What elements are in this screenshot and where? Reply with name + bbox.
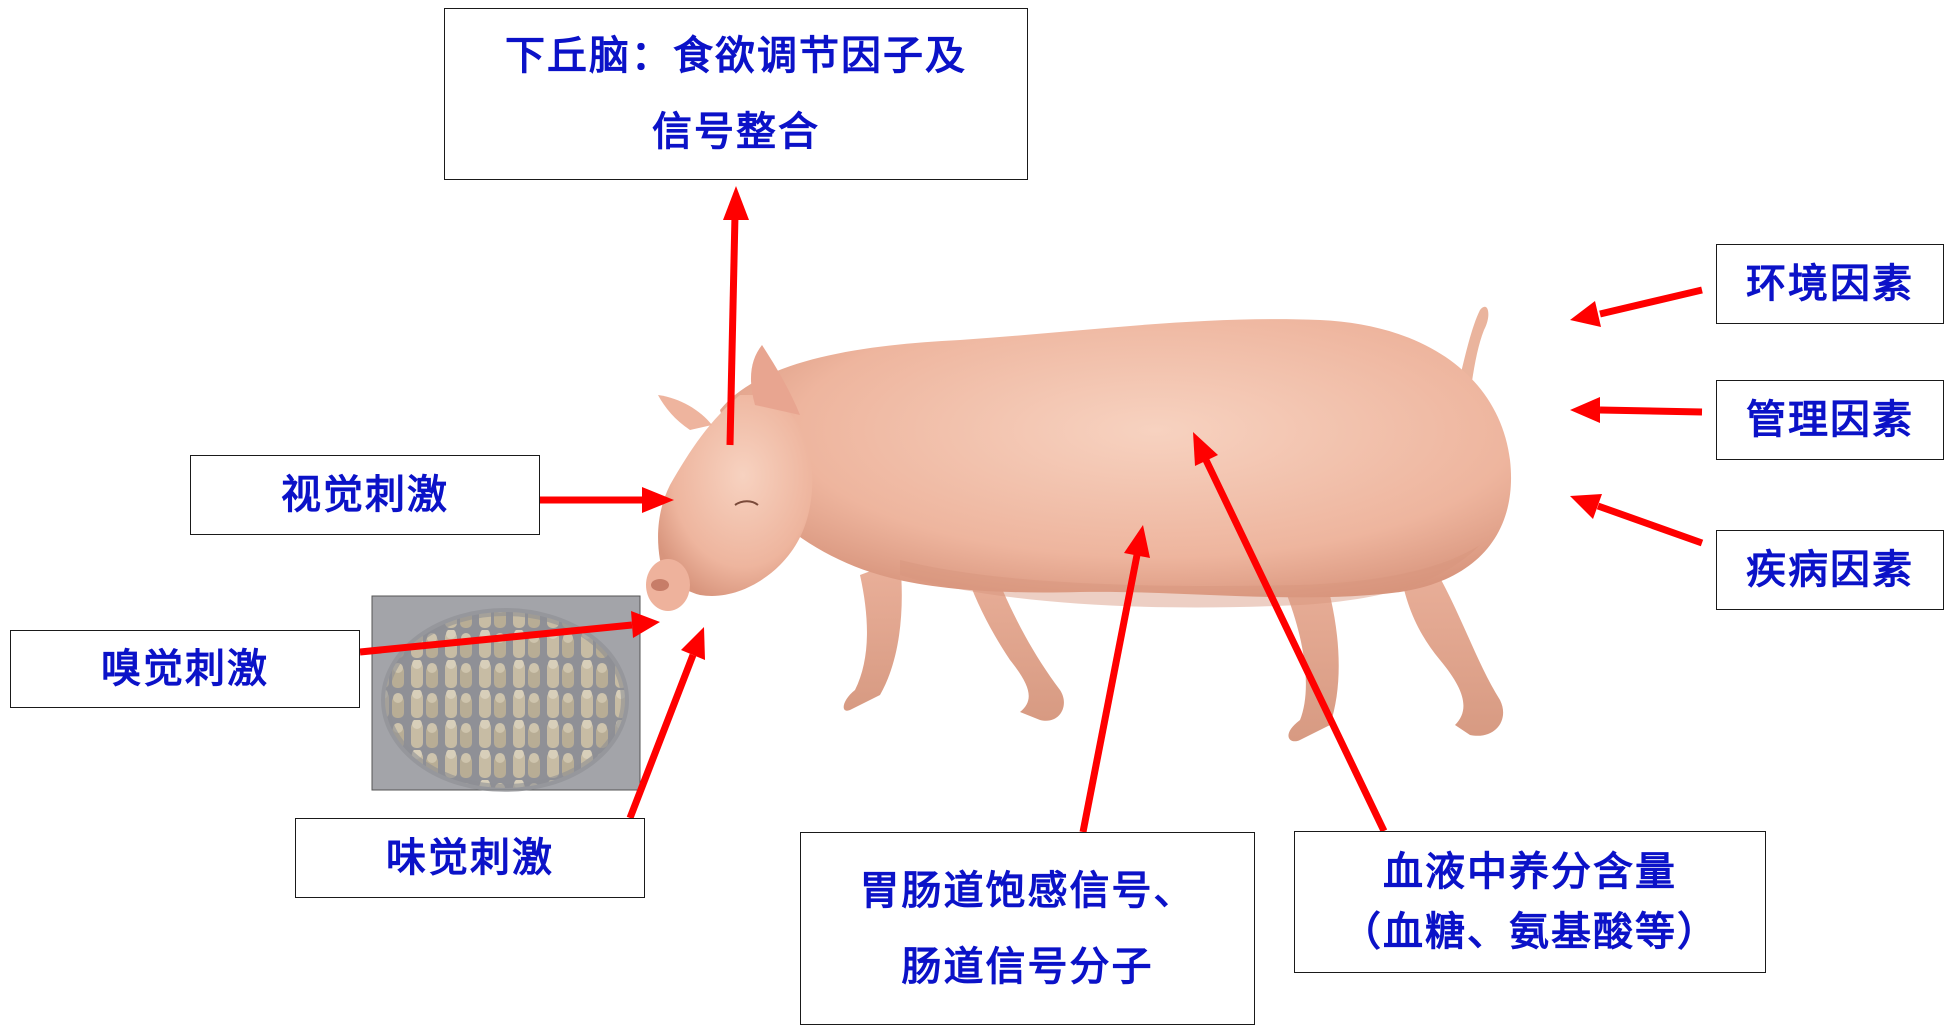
hypothalamus-box: 下丘脑：食欲调节因子及 信号整合	[444, 8, 1028, 180]
gut-signal-line-2: 肠道信号分子	[901, 942, 1154, 990]
arrow-blood	[1193, 432, 1388, 833]
disease-factor-box: 疾病因素	[1716, 530, 1944, 610]
disease-factor-label: 疾病因素	[1746, 546, 1914, 593]
arrow-gut	[1079, 525, 1150, 833]
arrow-visual	[540, 487, 674, 513]
arrow-management	[1570, 397, 1703, 423]
blood-nutrient-line-1: 血液中养分含量	[1383, 848, 1677, 895]
arrow-taste	[626, 627, 705, 820]
environment-factor-label: 环境因素	[1746, 260, 1914, 307]
blood-nutrient-box: 血液中养分含量 （血糖、氨基酸等）	[1294, 831, 1766, 973]
taste-stimulus-label: 味觉刺激	[386, 834, 554, 881]
pig-image	[646, 306, 1512, 742]
arrow-environment	[1570, 286, 1703, 327]
visual-stimulus-label: 视觉刺激	[281, 471, 449, 518]
hypothalamus-line-1: 下丘脑：食欲调节因子及	[505, 32, 967, 79]
management-factor-box: 管理因素	[1716, 380, 1944, 460]
gut-signal-box: 胃肠道饱感信号、 肠道信号分子	[800, 832, 1255, 1025]
olfactory-stimulus-box: 嗅觉刺激	[10, 630, 360, 708]
arrow-disease	[1570, 494, 1704, 547]
environment-factor-box: 环境因素	[1716, 244, 1944, 324]
management-factor-label: 管理因素	[1746, 396, 1914, 443]
arrow-to-hypothalamus	[723, 186, 749, 446]
gut-signal-line-1: 胃肠道饱感信号、	[859, 866, 1196, 914]
blood-nutrient-line-2: （血糖、氨基酸等）	[1341, 908, 1719, 955]
hypothalamus-line-2: 信号整合	[652, 108, 820, 155]
taste-stimulus-box: 味觉刺激	[295, 818, 645, 898]
olfactory-stimulus-label: 嗅觉刺激	[101, 645, 269, 692]
arrow-olfactory	[359, 611, 660, 656]
visual-stimulus-box: 视觉刺激	[190, 455, 540, 535]
